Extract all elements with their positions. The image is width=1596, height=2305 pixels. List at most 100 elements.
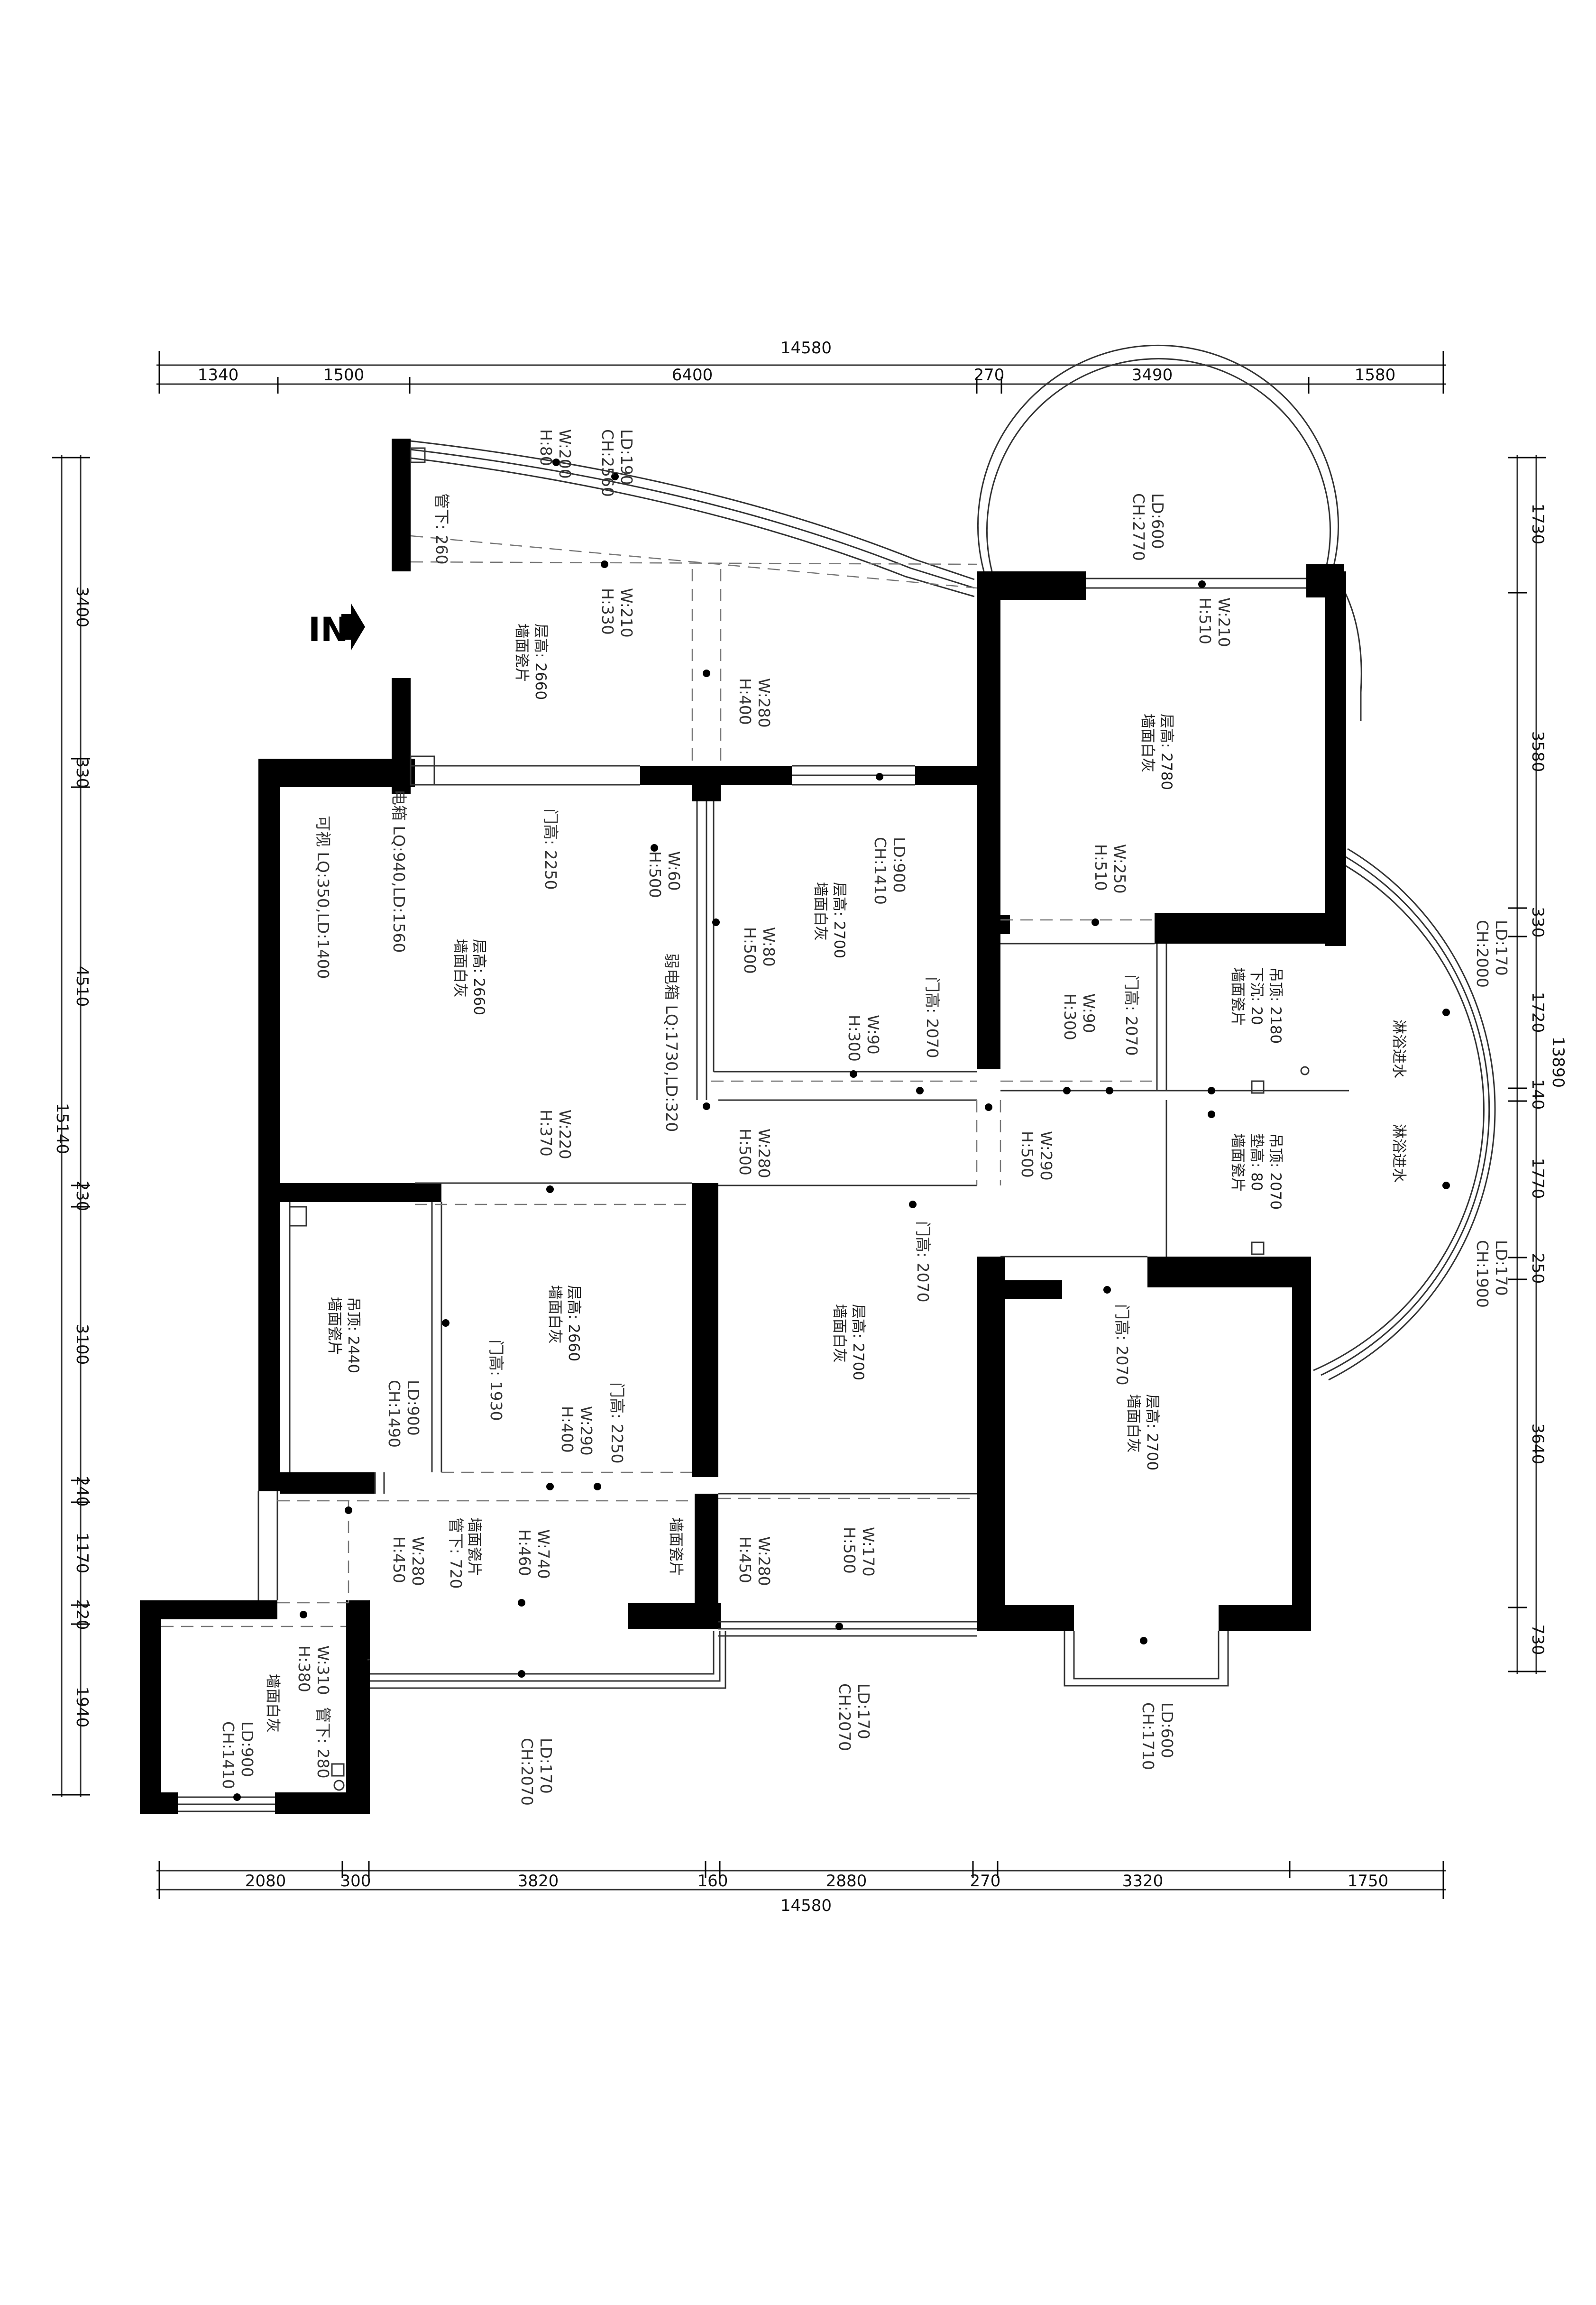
label-bath-arc-1: LD:170 <box>1492 920 1511 976</box>
label-corr-4: H:450 <box>390 1536 408 1583</box>
label-sm-3: 管下: 280 <box>314 1707 332 1779</box>
label-hall-1: W:90 <box>1080 993 1098 1033</box>
label-br1-4: 墙面白灰 <box>1139 714 1156 772</box>
label-cen-1: 门高: 2070 <box>914 1221 932 1303</box>
dim-left-total: 15140 <box>53 1103 72 1154</box>
label-din-1: 层高: 2660 <box>565 1285 582 1361</box>
dim-top-4: 270 <box>974 366 1005 385</box>
label-liv-4: W:60 <box>665 851 683 891</box>
label-ent-3: 层高: 2660 <box>532 624 549 700</box>
label-corr-11: H:500 <box>840 1527 859 1574</box>
label-liv-9: W:220 <box>556 1110 574 1159</box>
dimension-lines: 14580 1340 1500 6400 270 3490 1580 2080 … <box>52 339 1568 1915</box>
annotations: LD:190 CH:2560 W:200 H:80 管下: 260 W:210 … <box>219 429 1511 1806</box>
label-mid-5: W:80 <box>760 927 778 967</box>
dim-right-9: 730 <box>1528 1625 1547 1655</box>
label-mid-1: LD:900 <box>890 837 908 893</box>
dim-bottom-4: 160 <box>697 1872 728 1891</box>
label-w290-1: W:290 <box>1037 1131 1055 1181</box>
dim-left-5: 3100 <box>73 1324 92 1365</box>
label-corr-9: H:450 <box>736 1536 754 1583</box>
label-topbay-1: LD:190 <box>617 429 636 485</box>
dim-right-7: 250 <box>1528 1253 1547 1284</box>
label-shower-1: 淋浴进水 <box>1390 1019 1407 1078</box>
label-bay-2: CH:1710 <box>1139 1702 1157 1770</box>
curved-bays <box>410 344 1496 1381</box>
label-sm-2: H:380 <box>295 1645 313 1692</box>
dim-left-7: 1170 <box>73 1533 92 1574</box>
label-kit-2: 墙面瓷片 <box>326 1297 343 1356</box>
inner-lines <box>178 447 1349 1812</box>
label-corr-3: W:280 <box>409 1536 427 1586</box>
label-corr-6: H:460 <box>515 1529 534 1576</box>
label-w280-1: W:280 <box>755 678 773 728</box>
dim-bottom-6: 270 <box>970 1872 1001 1891</box>
label-bath1-1: 吊顶: 2180 <box>1267 967 1284 1044</box>
label-mid-6: H:500 <box>741 927 759 974</box>
walls <box>140 439 1346 1814</box>
label-mid-2: CH:1410 <box>871 837 890 905</box>
label-liv-1: 电箱 LQ:940,LD:1560 <box>390 790 408 953</box>
label-w280b-1: W:280 <box>755 1129 773 1178</box>
label-mid-9: 门高: 2070 <box>923 977 942 1058</box>
label-ent-4: 墙面瓷片 <box>513 624 530 682</box>
label-din-2: 墙面白灰 <box>546 1285 563 1344</box>
label-br1-1: W:210 <box>1215 597 1233 647</box>
label-bay-1: LD:600 <box>1158 1702 1176 1758</box>
dim-right-3: 330 <box>1528 907 1547 938</box>
label-din-3: 门高: 1930 <box>487 1340 505 1421</box>
label-din-5: H:400 <box>558 1406 577 1453</box>
label-ent-2: H:330 <box>598 588 617 635</box>
dim-left-4: 230 <box>73 1181 92 1212</box>
label-liv-8: 弱电箱 LQ:1730,LD:320 <box>662 953 681 1132</box>
label-ent-1: W:210 <box>617 588 636 638</box>
dim-right-8: 3640 <box>1528 1423 1547 1465</box>
dim-left-9: 1940 <box>73 1687 92 1728</box>
label-din-4: W:290 <box>577 1406 596 1456</box>
dim-right-5: 140 <box>1528 1079 1547 1110</box>
dim-left-8: 220 <box>73 1599 92 1630</box>
label-bal-4: CH:2070 <box>835 1683 854 1751</box>
dim-left-1: 3400 <box>73 587 92 628</box>
label-br3-3: 墙面白灰 <box>1125 1394 1142 1453</box>
label-kit-1: 吊顶: 2440 <box>345 1297 362 1373</box>
label-corr-7: 墙面瓷片 <box>667 1517 684 1576</box>
label-kit-4: CH:1490 <box>385 1380 404 1448</box>
label-br1-6: H:510 <box>1092 844 1110 891</box>
dim-right-total: 13890 <box>1549 1037 1568 1088</box>
dim-left-6: 240 <box>73 1476 92 1507</box>
label-bal-2: CH:2070 <box>518 1738 536 1806</box>
label-hall-3: 门高: 2070 <box>1122 974 1141 1056</box>
label-sm-6: CH:1410 <box>219 1721 238 1789</box>
label-corr-1: 墙面瓷片 <box>466 1517 483 1576</box>
label-mid-8: H:300 <box>845 1015 863 1062</box>
dim-bottom-1: 2080 <box>245 1872 286 1891</box>
label-w290-2: H:500 <box>1018 1131 1036 1178</box>
label-mid-3: 层高: 2700 <box>831 882 848 958</box>
dim-right-2: 3580 <box>1528 731 1547 772</box>
label-bal-3: LD:170 <box>854 1683 873 1739</box>
label-br1-3: 层高: 2780 <box>1158 714 1175 790</box>
label-bath2-1: 吊顶: 2070 <box>1267 1133 1284 1210</box>
label-topbay-2: CH:2560 <box>598 429 617 497</box>
label-liv-7: 墙面白灰 <box>451 939 468 998</box>
label-br1-2: H:510 <box>1196 597 1214 644</box>
dim-right-1: 1730 <box>1528 504 1547 545</box>
label-liv-3: 门高: 2250 <box>541 808 560 890</box>
dim-bottom-2: 300 <box>340 1872 371 1891</box>
label-bath2-3: 墙面瓷片 <box>1229 1133 1246 1192</box>
label-cen-2: 层高: 2700 <box>850 1304 867 1380</box>
label-circ-1: LD:600 <box>1148 493 1167 549</box>
dim-bottom-3: 3820 <box>518 1872 559 1891</box>
label-arc2-1: LD:170 <box>1492 1240 1511 1296</box>
label-kit-3: LD:900 <box>404 1380 422 1436</box>
dim-top-5: 3490 <box>1132 366 1173 385</box>
dashed-lines <box>161 535 1157 1627</box>
label-sm-5: LD:900 <box>238 1721 257 1777</box>
dim-top-3: 6400 <box>672 366 713 385</box>
dim-right-4: 1720 <box>1528 992 1547 1033</box>
label-mid-4: 墙面白灰 <box>812 882 829 941</box>
label-w280-2: H:400 <box>736 678 754 725</box>
label-topbay-4: H:80 <box>537 429 555 466</box>
